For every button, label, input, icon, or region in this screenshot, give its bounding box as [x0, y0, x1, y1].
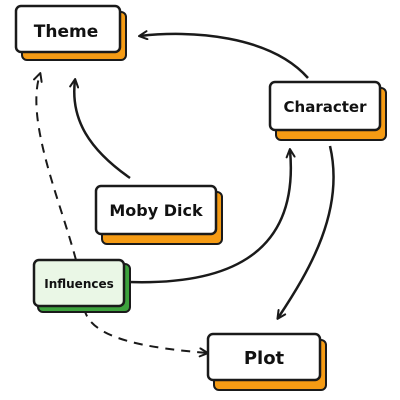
edge-influences-to-theme [33, 72, 77, 261]
edges [33, 30, 335, 358]
node-theme[interactable]: Theme [14, 4, 127, 61]
node-moby-dick[interactable]: Moby Dick [94, 184, 223, 245]
edge-character-to-theme [138, 30, 309, 79]
edge-influences-to-plot [83, 307, 209, 358]
node-influences-label: Influences [44, 277, 114, 291]
edge-character-to-plot [276, 145, 335, 320]
node-character-label: Character [284, 98, 368, 116]
node-plot[interactable]: Plot [206, 332, 327, 391]
node-plot-label: Plot [244, 348, 285, 369]
node-influences[interactable]: Influences [32, 258, 131, 313]
edge-influences-to-character [127, 148, 296, 284]
edge-mobydick-to-theme [69, 78, 131, 180]
node-moby-dick-label: Moby Dick [109, 201, 203, 220]
node-theme-label: Theme [34, 22, 98, 42]
node-character[interactable]: Character [268, 80, 387, 141]
